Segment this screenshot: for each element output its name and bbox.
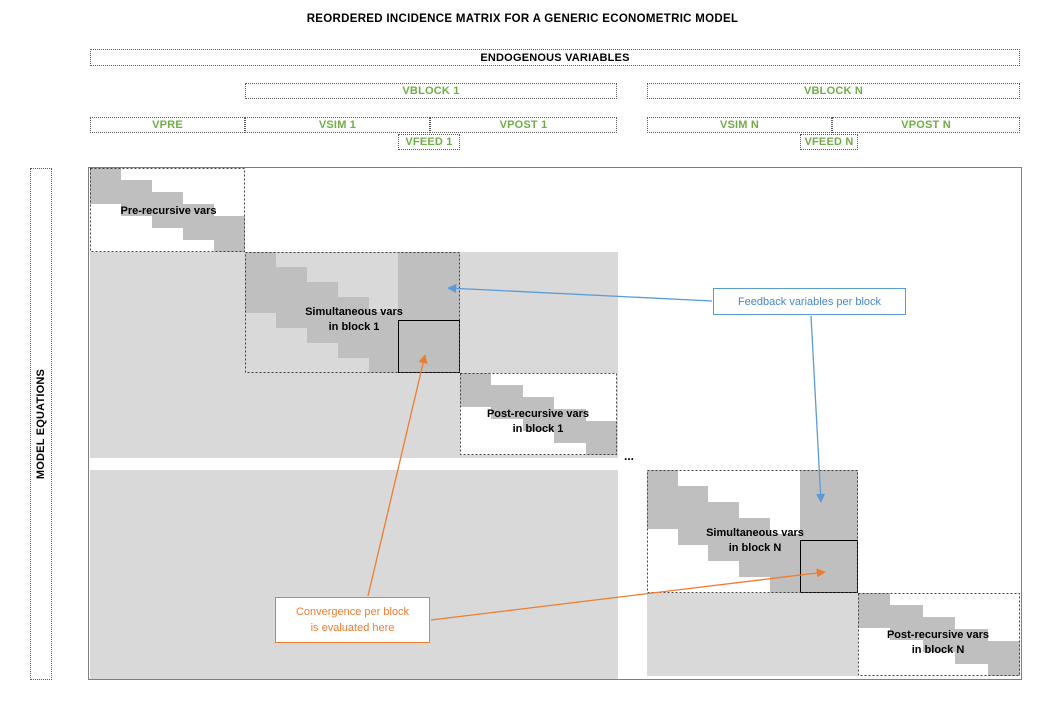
simultaneous-block1-label-line1: Simultaneous vars [305, 306, 403, 318]
pre-recursive-label: Pre-recursive vars [120, 205, 217, 217]
post-recursive-blockN-label-line2: in block N [911, 644, 965, 656]
post-recursive-blockN-dotted-box [858, 593, 1020, 676]
post-recursive-block1-label: Post-recursive vars in block 1 [462, 407, 614, 437]
post-recursive-block1-staircase [460, 373, 617, 455]
simultaneous-blockN-staircase [647, 470, 800, 593]
post-recursive-blockN-label: Post-recursive vars in block N [858, 628, 1018, 658]
header-vfeed-1: VFEED 1 [398, 134, 460, 150]
convergence-arrow-blockN [430, 568, 826, 621]
post-recursive-block1-label-line1: Post-recursive vars [486, 408, 590, 420]
simultaneous-block1-staircase [245, 252, 400, 373]
page-title: REORDERED INCIDENCE MATRIX FOR A GENERIC… [306, 13, 739, 25]
header-vsim-n: VSIM N [647, 117, 832, 133]
header-vblock-n: VBLOCK N [647, 83, 1020, 99]
model-equations-axis: MODEL EQUATIONS [30, 168, 52, 680]
convergence-callout: Convergence per block is evaluated here [275, 597, 430, 643]
simultaneous-block1-dotted-box [245, 252, 460, 373]
header-vpre: VPRE [90, 117, 245, 133]
simultaneous-blockN-label: Simultaneous vars in block N [680, 526, 830, 556]
simultaneous-block1-label: Simultaneous vars in block 1 [279, 305, 429, 335]
simultaneous-block1-label-line2: in block 1 [328, 321, 380, 333]
simultaneous-blockN-dotted-box [647, 470, 858, 593]
simultaneous-blockN-label-line2: in block N [728, 542, 782, 554]
header-vpost-n: VPOST N [832, 117, 1020, 133]
feedback-callout-text: Feedback variables per block [737, 295, 882, 308]
feedback-arrow-block1 [447, 283, 713, 302]
post-recursive-block1-label-line2: in block 1 [512, 423, 564, 435]
pre-recursive-dotted-box [90, 168, 245, 252]
blockN-rows-band [647, 593, 858, 676]
feedback-arrow-blockN [810, 315, 826, 503]
blocks-ellipsis: ... [624, 449, 635, 463]
simultaneous-blockN-label-line1: Simultaneous vars [706, 527, 804, 539]
matrix-frame [88, 167, 1022, 680]
convergence-callout-line2: is evaluated here [310, 622, 395, 634]
feedback-callout: Feedback variables per block [713, 288, 906, 315]
convergence-callout-line1: Convergence per block [295, 606, 410, 618]
header-vpost-1: VPOST 1 [430, 117, 617, 133]
convergence-arrow-block1 [367, 354, 428, 597]
blockN-rows-left-band [90, 470, 618, 679]
convergence-square-blockN [800, 540, 858, 593]
post-recursive-blockN-label-line1: Post-recursive vars [886, 629, 990, 641]
pre-recursive-staircase [90, 168, 245, 252]
header-endogenous-variables: ENDOGENOUS VARIABLES [90, 49, 1020, 66]
post-recursive-blockN-staircase [858, 593, 1020, 676]
header-vblock-1: VBLOCK 1 [245, 83, 617, 99]
header-vsim-1: VSIM 1 [245, 117, 430, 133]
header-vfeed-n: VFEED N [800, 134, 858, 150]
convergence-square-block1 [398, 320, 460, 373]
post-recursive-block1-dotted-box [460, 373, 617, 455]
